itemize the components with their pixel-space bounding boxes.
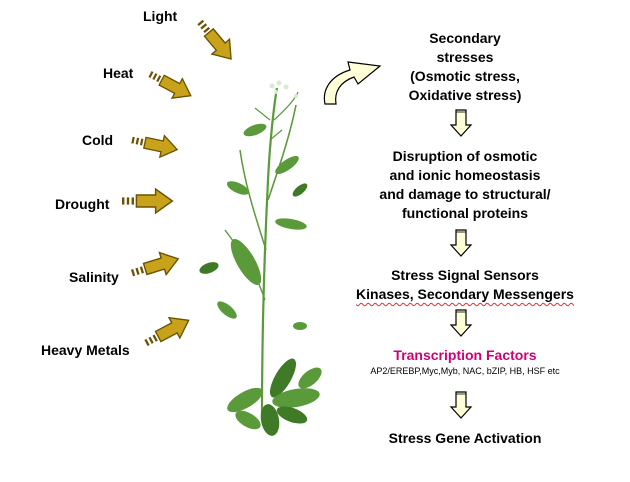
sensors-line-2: Kinases, Secondary Messengers [320, 285, 610, 304]
heavy-metals-arrow [139, 309, 195, 354]
plant-illustration [199, 80, 322, 436]
stressor-cold: Cold [82, 132, 114, 148]
stressor-salinity: Salinity [69, 269, 119, 285]
stressor-drought: Drought [55, 196, 110, 212]
stressor-light: Light [143, 8, 178, 24]
light-arrow [190, 13, 241, 68]
stressor-heavy-metals: Heavy Metals [41, 342, 130, 358]
secondary-line-1: Secondary [429, 30, 501, 46]
stressor-heat: Heat [103, 65, 134, 81]
transcription-list: AP2/EREBP,Myc,Myb, NAC, bZIP, HB, HSF et… [370, 366, 560, 376]
secondary-line-2: stresses [436, 49, 494, 65]
down-arrow-1 [450, 109, 472, 137]
cold-arrow [129, 128, 181, 162]
curved-arrow-icon [323, 61, 382, 105]
activation-block: Stress Gene Activation [320, 429, 610, 448]
down-arrow-4 [450, 391, 472, 419]
salinity-arrow [127, 247, 183, 285]
transcription-block: Transcription Factors AP2/EREBP,Myc,Myb,… [320, 346, 610, 377]
down-arrow-3 [450, 309, 472, 337]
down-arrow-2 [450, 229, 472, 257]
activation-text: Stress Gene Activation [388, 430, 542, 446]
secondary-line-4: Oxidative stress) [408, 87, 522, 103]
sensors-block: Stress Signal Sensors Kinases, Secondary… [320, 266, 610, 304]
disruption-line-4: functional proteins [402, 205, 528, 221]
drought-arrow [121, 188, 174, 214]
secondary-stresses-block: Secondary stresses (Osmotic stress, Oxid… [320, 29, 610, 105]
sensors-line-1: Stress Signal Sensors [391, 267, 539, 283]
disruption-block: Disruption of osmotic and ionic homeosta… [320, 147, 610, 223]
transcription-title: Transcription Factors [393, 347, 537, 363]
heat-arrow [144, 63, 197, 107]
disruption-line-3: and damage to structural/ [379, 186, 551, 202]
disruption-line-2: and ionic homeostasis [389, 167, 541, 183]
secondary-line-3: (Osmotic stress, [410, 68, 520, 84]
sensors-line-2-text: Kinases, Secondary Messengers [356, 286, 574, 302]
disruption-line-1: Disruption of osmotic [392, 148, 538, 164]
